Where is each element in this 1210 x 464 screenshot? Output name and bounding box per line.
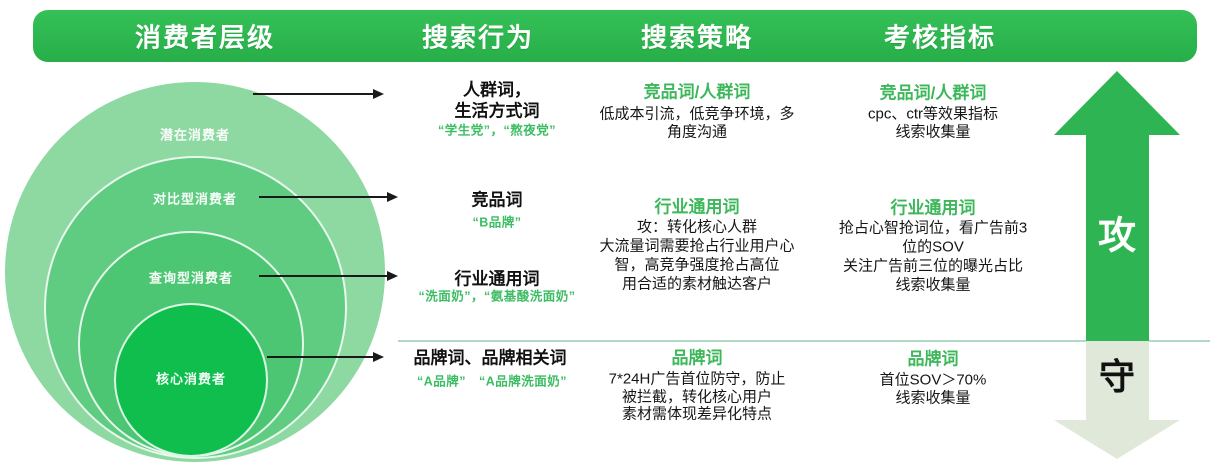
- behavior-row1-title-line1: 人群词，: [463, 80, 531, 100]
- attack-arrow-up-icon: [1054, 71, 1180, 135]
- behavior-row4-examples: “A品牌” “A品牌洗面奶”: [416, 374, 568, 389]
- strategy-block3-line2: 被拦截，转化核心用户: [621, 388, 773, 406]
- ring-core-consumers: [114, 303, 268, 457]
- metrics-block1-line2: 线索收集量: [895, 123, 971, 141]
- defend-arrow-shaft: [1086, 341, 1149, 421]
- strategy-block1-line1: 低成本引流，低竞争环境，多: [599, 105, 795, 123]
- attack-arrow-shaft: [1086, 133, 1149, 341]
- ring-label-comparison: 对比型消费者: [152, 191, 238, 207]
- strategy-block2-line1: 攻：转化核心人群: [636, 218, 758, 236]
- strategy-block3-title: 品牌词: [671, 348, 723, 368]
- header-bar: 消费者层级 搜索行为 搜索策略 考核指标: [33, 10, 1197, 62]
- connector-arrow-row3: [259, 271, 398, 281]
- behavior-row1-title-line2: 生活方式词: [454, 101, 540, 121]
- strategy-block2-title: 行业通用词: [654, 197, 740, 217]
- behavior-row4-title: 品牌词、品牌相关词: [413, 348, 567, 368]
- metrics-block3-line2: 线索收集量: [895, 389, 971, 407]
- metrics-block2-line4: 线索收集量: [895, 276, 971, 294]
- defend-label: 守: [1098, 356, 1136, 397]
- behavior-row3-title: 行业通用词: [454, 269, 540, 289]
- behavior-row1-examples: “学生党”，“熬夜党”: [437, 123, 557, 138]
- header-consumer-tier: 消费者层级: [134, 22, 276, 53]
- metrics-block2-title: 行业通用词: [890, 198, 976, 218]
- defend-arrow-down-icon: [1054, 420, 1180, 459]
- behavior-row2-title: 竞品词: [471, 190, 523, 210]
- metrics-block1-title: 竞品词/人群词: [879, 83, 987, 103]
- strategy-block3-line1: 7*24H广告首位防守，防止: [608, 370, 786, 388]
- connector-arrow-row4: [267, 352, 384, 362]
- attack-label: 攻: [1097, 215, 1137, 258]
- connector-arrow-row1: [253, 89, 384, 99]
- metrics-block2-line1: 抢占心智抢词位，看广告前3: [838, 219, 1028, 237]
- metrics-block2-line3: 关注广告前三位的曝光占比: [842, 257, 1024, 275]
- attack-defend-divider: [398, 340, 1210, 342]
- connector-arrow-row2: [259, 192, 398, 202]
- metrics-block2-line2: 位的SOV: [902, 238, 964, 256]
- header-search-strategy: 搜索策略: [640, 22, 754, 53]
- metrics-block1-line1: cpc、ctr等效果指标: [867, 105, 999, 123]
- strategy-block2-line3: 智，高竞争强度抢占高位: [614, 256, 780, 274]
- metrics-block3-line1: 首位SOV＞70%: [879, 371, 987, 389]
- behavior-row3-examples: “洗面奶”，“氨基酸洗面奶”: [418, 289, 576, 304]
- header-kpi-metrics: 考核指标: [883, 22, 997, 53]
- ring-label-potential: 潜在消费者: [159, 127, 231, 143]
- ring-label-query: 查询型消费者: [148, 270, 234, 286]
- behavior-row2-examples: “B品牌”: [472, 215, 522, 230]
- strategy-block2-line4: 用合适的素材触达客户: [621, 275, 773, 293]
- header-search-behavior: 搜索行为: [421, 22, 535, 53]
- metrics-block3-title: 品牌词: [907, 349, 959, 369]
- strategy-block1-title: 竞品词/人群词: [643, 82, 751, 102]
- ring-label-core: 核心消费者: [155, 371, 227, 387]
- strategy-block1-line2: 角度沟通: [666, 123, 728, 141]
- strategy-block3-line3: 素材需体现差异化特点: [621, 405, 773, 423]
- strategy-block2-line2: 大流量词需要抢占行业用户心: [599, 237, 795, 255]
